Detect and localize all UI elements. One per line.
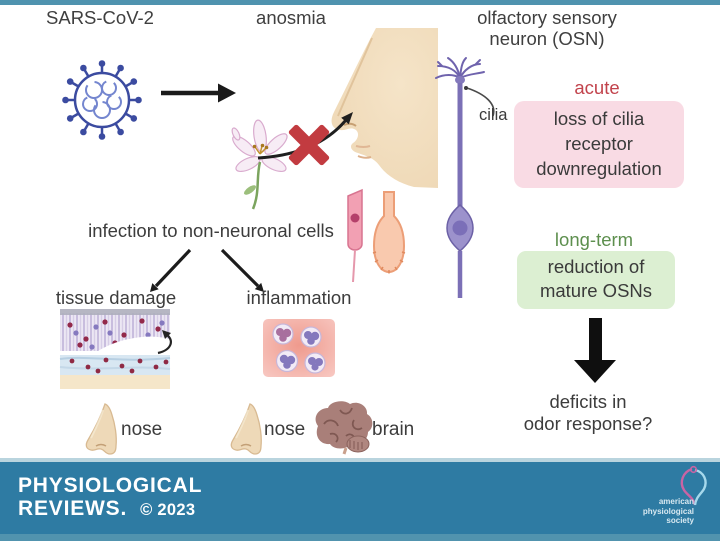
outcome-line2: odor response?: [523, 413, 653, 434]
header-osn-line2: neuron (OSN): [489, 28, 605, 49]
brain-label: brain: [372, 419, 415, 440]
acute-label: acute: [574, 77, 620, 98]
infection-title: infection to non-neuronal cells: [88, 220, 334, 241]
nose-icon: [230, 403, 262, 455]
nose-label-1: nose: [121, 419, 163, 440]
society-line2: physiological: [642, 506, 694, 516]
brain-icon: [315, 401, 373, 455]
society-name: american physiological society: [643, 497, 694, 526]
long-term-effect-2: mature OSNs: [539, 280, 653, 301]
branch-arrows-icon: [150, 248, 264, 292]
footer-bar: [0, 462, 720, 534]
gland-cell-icon: [372, 191, 406, 274]
acute-effects-box: loss of cilia receptor downregulation: [514, 101, 684, 188]
acute-effect-2: receptor: [565, 133, 633, 154]
society-line3: society: [666, 516, 694, 525]
header-sars-cov-2: SARS-CoV-2: [46, 7, 154, 28]
header-osn-line1: olfactory sensory: [477, 7, 617, 28]
inflammation-label: inflammation: [246, 287, 352, 308]
journal-title-line1: PHYSIOLOGICAL: [18, 474, 203, 497]
tissue-damage-icon: [59, 309, 172, 389]
footer-top-hairline: [0, 458, 720, 462]
sustentacular-cell-icon: [347, 188, 363, 283]
header-anosmia: anosmia: [256, 7, 326, 28]
osn-neuron-icon: [435, 57, 485, 298]
tissue-damage-label: tissue damage: [55, 287, 177, 308]
down-arrow-icon: [589, 318, 602, 362]
acute-effect-1: loss of cilia: [553, 108, 645, 129]
down-arrow-head-icon: [574, 360, 616, 383]
aps-logo-icon: [680, 465, 707, 506]
cilia-label: cilia: [479, 106, 508, 124]
coronavirus-icon: [62, 60, 142, 140]
header-osn: olfactory sensory neuron (OSN): [477, 7, 617, 49]
top-accent-bar: [0, 0, 720, 5]
non-neuronal-cells-icons: [347, 188, 406, 283]
journal-title-line2: REVIEWS.: [18, 497, 128, 520]
arrow-right-icon: [161, 83, 236, 103]
outcome-line1: deficits in: [549, 391, 627, 412]
long-term-effect-1: reduction of: [547, 256, 645, 277]
journal-title: PHYSIOLOGICAL REVIEWS. © 2023: [18, 474, 202, 522]
nose-icon: [85, 403, 117, 455]
face-profile-icon: [331, 28, 438, 188]
long-term-label: long-term: [554, 229, 634, 250]
blocked-icon: [288, 124, 330, 166]
cilia-pointer-icon: [464, 86, 495, 117]
inflammation-icon: [263, 319, 335, 377]
long-term-effects-box: reduction of mature OSNs: [517, 251, 675, 309]
nose-label-2: nose: [264, 419, 306, 440]
outcome-text: deficits in odor response?: [524, 391, 653, 435]
copyright-text: © 2023: [140, 501, 196, 519]
society-line1: american: [658, 497, 694, 506]
acute-effect-3: downregulation: [536, 158, 662, 179]
footer-bottom-strip: [0, 534, 720, 541]
